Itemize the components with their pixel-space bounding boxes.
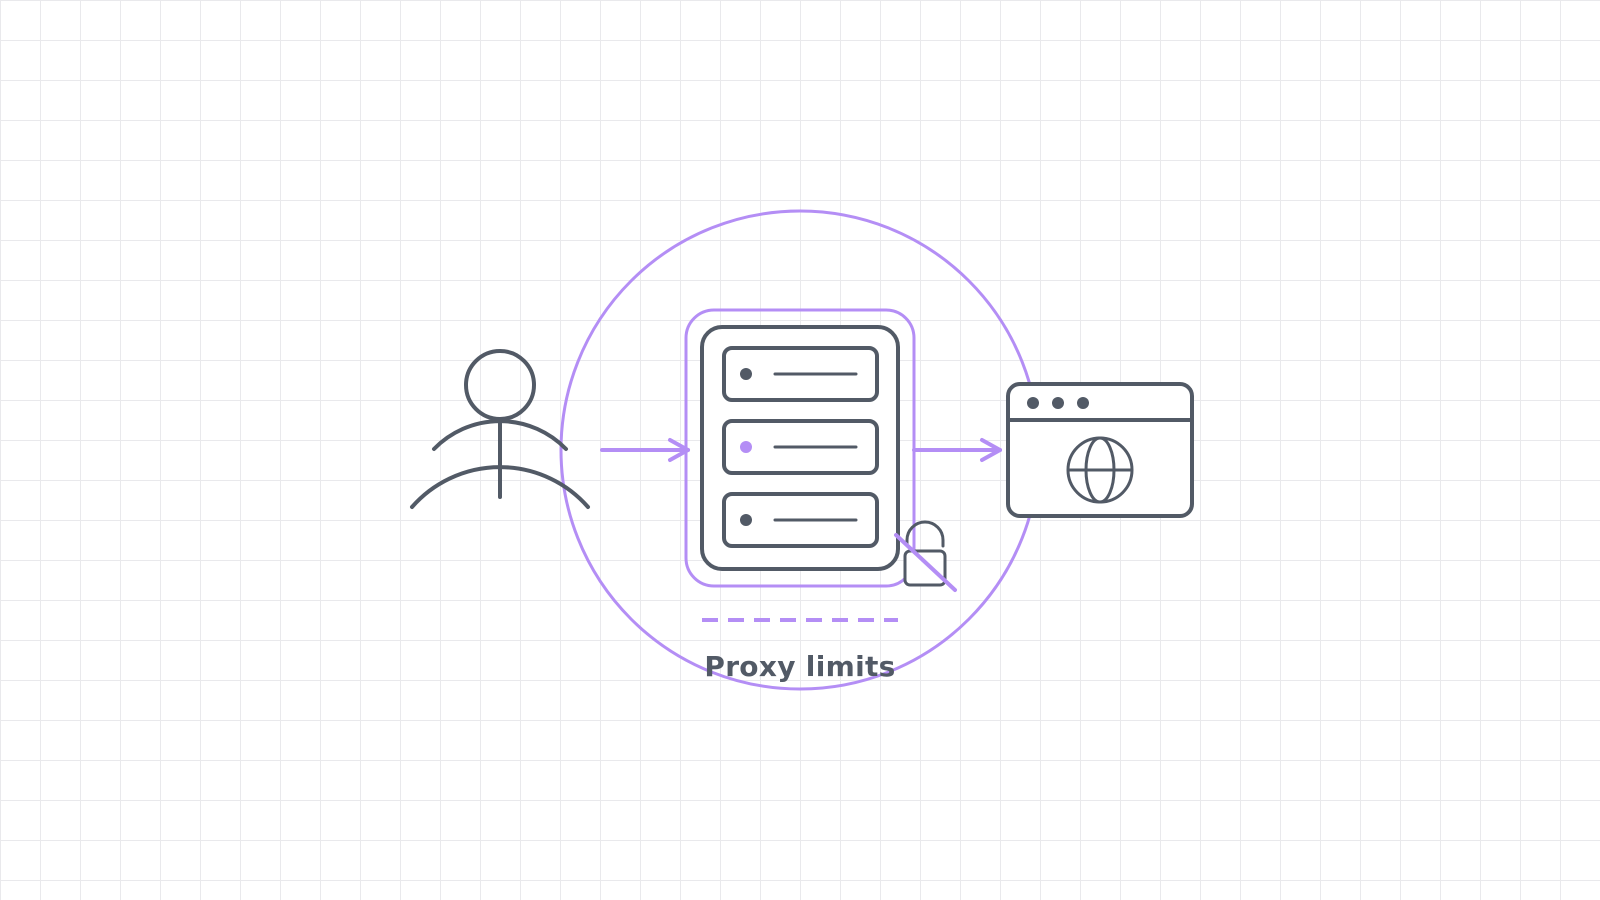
server-unit-2 xyxy=(722,419,879,475)
window-dot-icon xyxy=(1052,397,1064,409)
status-led-active-icon xyxy=(740,441,752,453)
diagram-caption: Proxy limits xyxy=(704,650,896,683)
globe-icon xyxy=(1066,436,1134,504)
user-icon xyxy=(410,349,590,509)
arrow-proxy-to-website xyxy=(912,438,1002,462)
browser-window-icon xyxy=(1006,382,1194,518)
status-led-icon xyxy=(740,368,752,380)
window-dot-icon xyxy=(1077,397,1089,409)
server-stack-icon xyxy=(684,308,916,588)
window-dot-icon xyxy=(1027,397,1039,409)
arrow-user-to-proxy xyxy=(600,438,690,462)
server-unit-3 xyxy=(722,492,879,548)
unlocked-padlock-crossed-icon xyxy=(894,520,957,592)
server-unit-1 xyxy=(722,346,879,402)
status-led-icon xyxy=(740,514,752,526)
